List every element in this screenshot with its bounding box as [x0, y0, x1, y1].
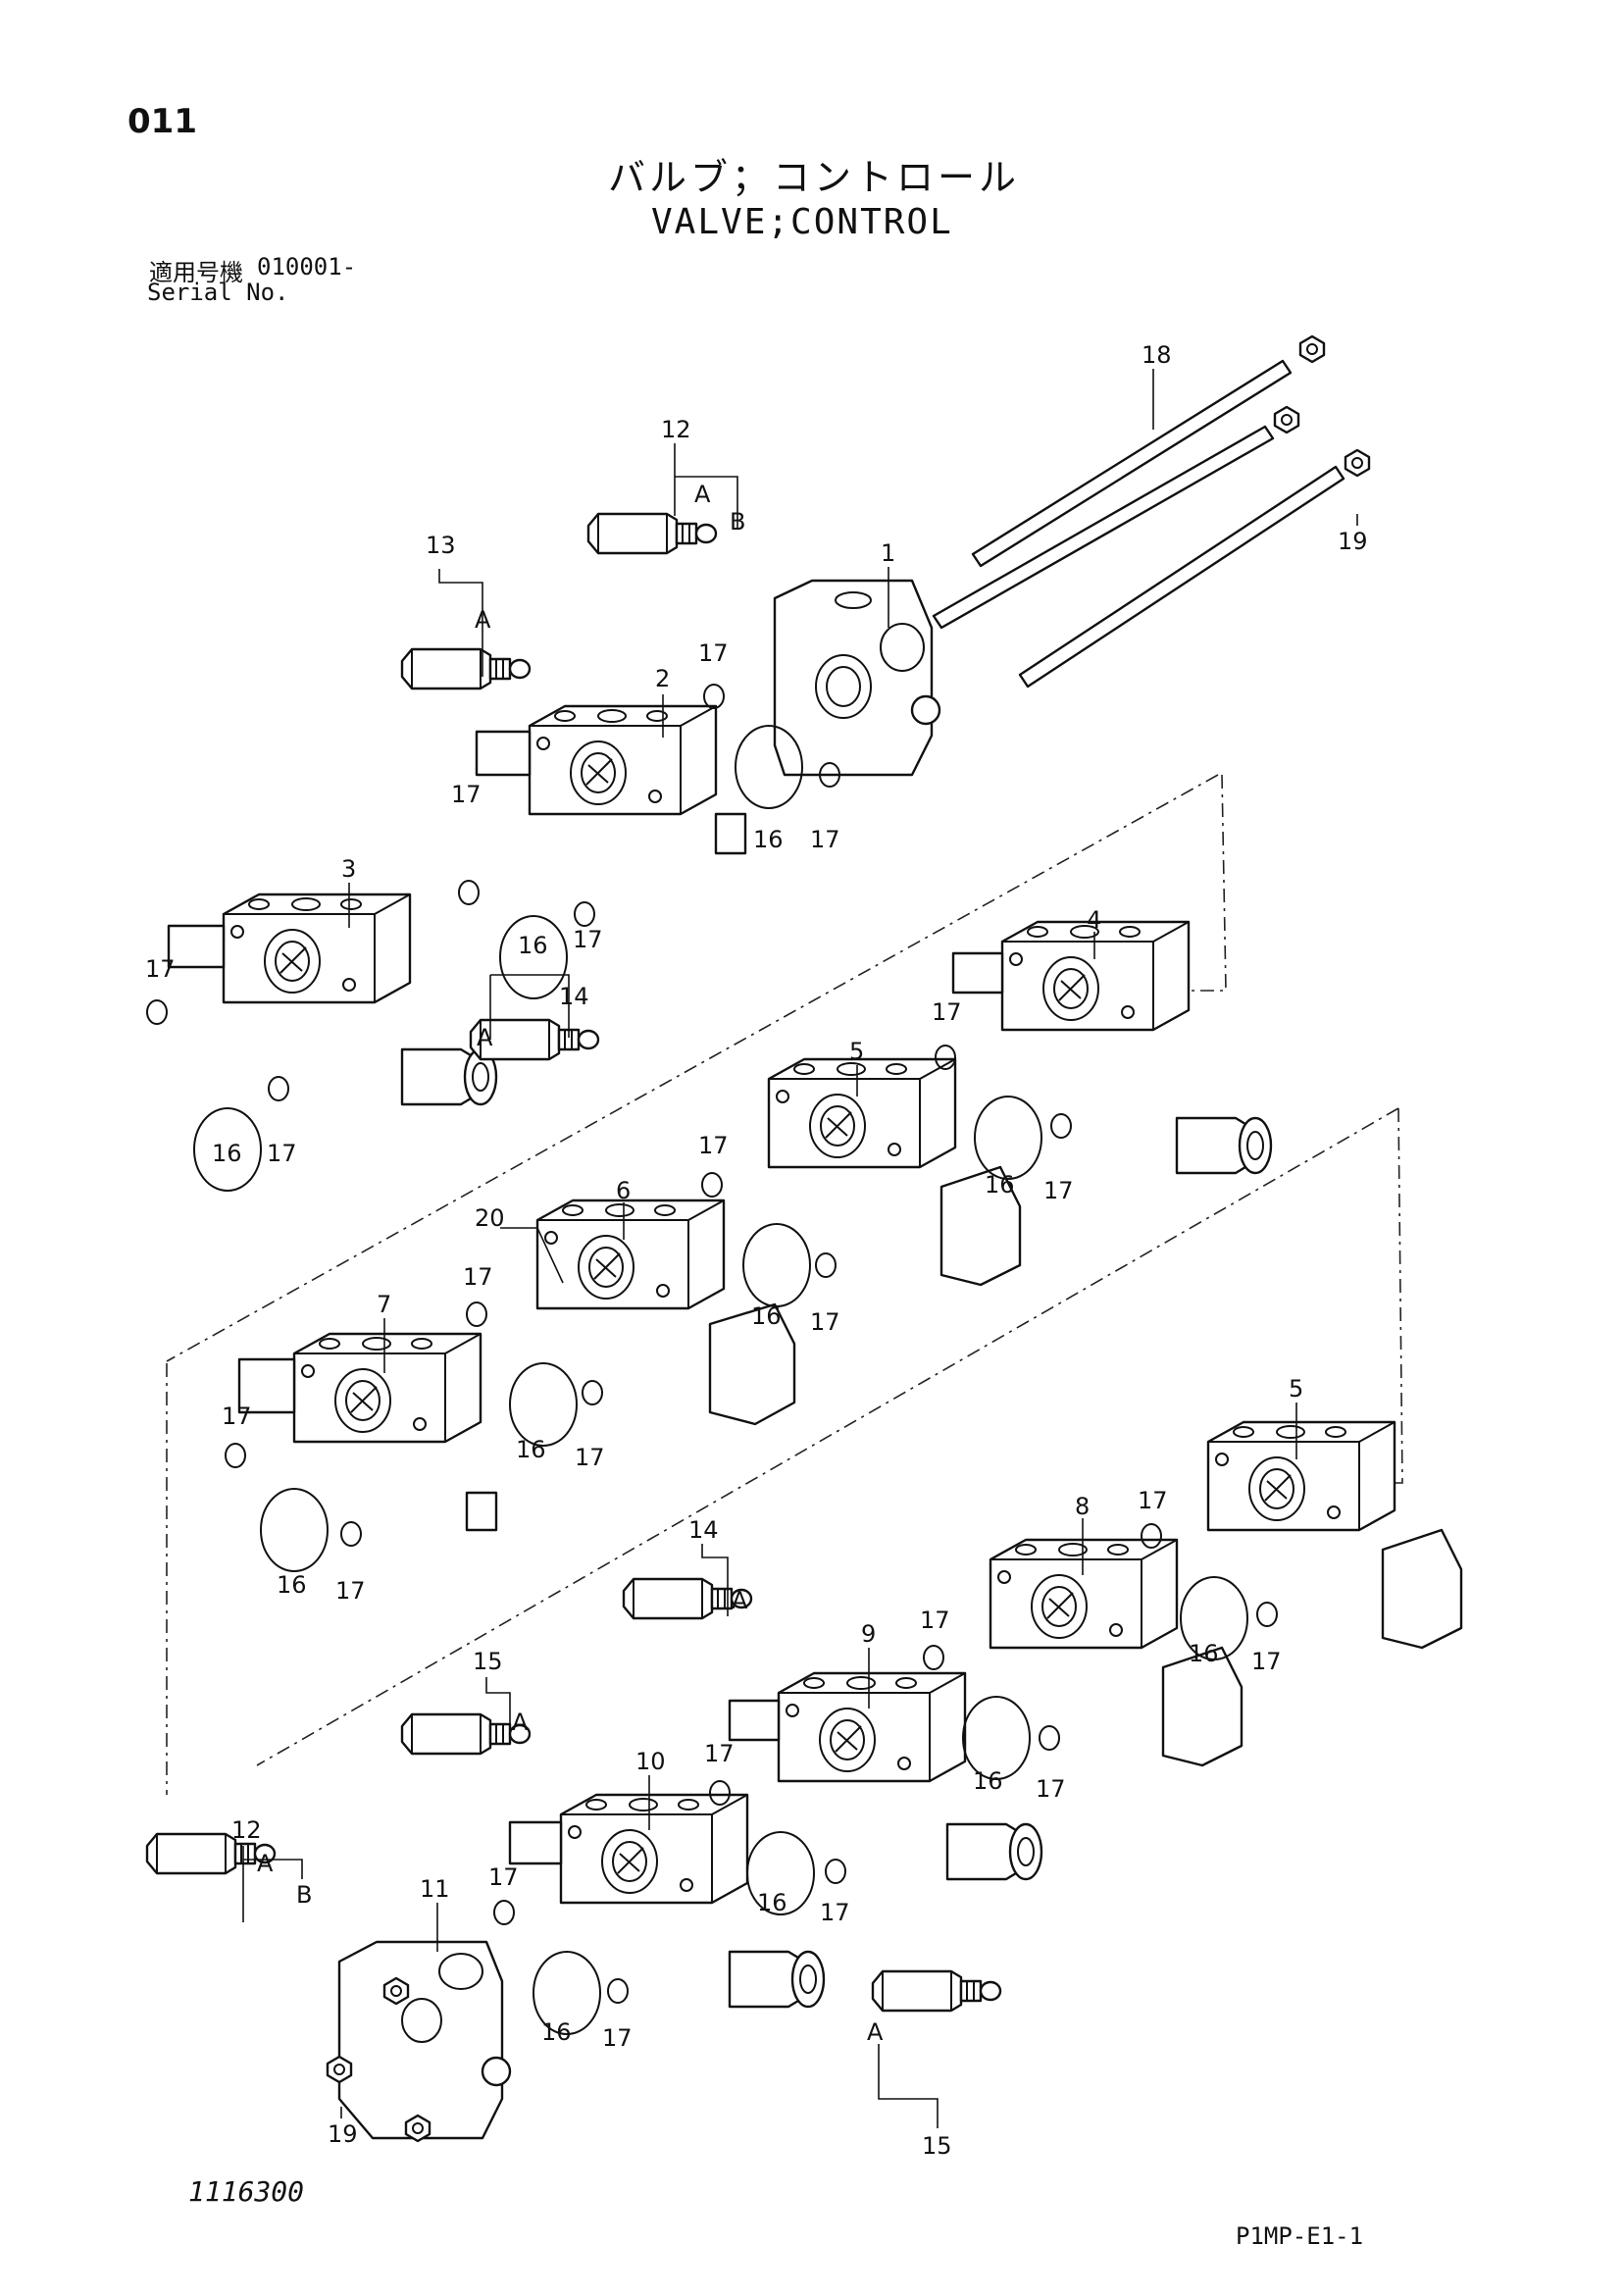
callout-17-v2a: 17 — [451, 781, 482, 808]
callout-12-bottom-a: A — [257, 1850, 274, 1877]
callout-17-v5a: 17 — [698, 1132, 729, 1159]
callout-10: 10 — [635, 1748, 666, 1775]
valve-section-7 — [237, 1332, 498, 1532]
valve-section-5-upper — [767, 1057, 1022, 1287]
callout-17-v5b-b: 17 — [1251, 1648, 1282, 1675]
callout-17-v8a: 17 — [920, 1607, 950, 1634]
valve-section-5-lower — [1206, 1420, 1463, 1650]
callout-18: 18 — [1142, 341, 1172, 369]
callout-17-v3b: 17 — [267, 1140, 297, 1167]
callout-17-v1b: 17 — [810, 826, 840, 853]
callout-9: 9 — [861, 1620, 876, 1648]
valve-section-10 — [400, 1712, 1002, 2013]
callout-17-v6b: 17 — [575, 1444, 605, 1471]
callout-17-v9a: 17 — [704, 1740, 735, 1767]
callout-14-mid-a: A — [732, 1587, 748, 1614]
callout-16-v10: 16 — [541, 2018, 572, 2046]
title-japanese: バルブ；コントロール — [608, 156, 1021, 199]
callout-16-v2: 16 — [518, 932, 548, 959]
title-english: VALVE;CONTROL — [651, 202, 953, 242]
callout-13-a: A — [475, 606, 491, 634]
callout-15-bottom: 15 — [922, 2132, 952, 2160]
callout-2: 2 — [655, 665, 670, 692]
callout-17-v9b: 17 — [820, 1899, 850, 1926]
callout-17-v6a: 17 — [463, 1263, 493, 1291]
tie-rods — [932, 334, 1371, 689]
callout-16-v4: 16 — [985, 1171, 1015, 1199]
callout-11: 11 — [420, 1875, 450, 1903]
callout-7: 7 — [377, 1291, 391, 1318]
callout-3: 3 — [341, 855, 356, 883]
valve-section-3 — [167, 893, 600, 1106]
page-number: 011 — [127, 102, 197, 141]
valve-section-4 — [951, 920, 1273, 1175]
serial-label-english: Serial No. — [147, 279, 289, 306]
callout-14-mid: 14 — [688, 1516, 719, 1544]
callout-17-v3a: 17 — [145, 955, 176, 983]
callout-20: 20 — [475, 1204, 505, 1232]
callout-16-v9: 16 — [757, 1889, 787, 1916]
callout-15-top: 15 — [473, 1648, 503, 1675]
callout-12-top-b: B — [730, 508, 745, 536]
outlet-section-11 — [145, 1832, 512, 2143]
drawing-number: 1116300 — [188, 2175, 305, 2208]
callout-17-v10b: 17 — [602, 2024, 633, 2052]
serial-number-value: 010001- — [257, 253, 357, 281]
callout-17-v7a: 17 — [222, 1403, 252, 1430]
callout-17-v1a: 17 — [698, 639, 729, 667]
callout-15-bottom-a: A — [867, 2018, 884, 2046]
leader-lines — [242, 369, 1358, 2128]
serial-label-japanese: 適用号機 — [149, 259, 243, 286]
inlet-section-1 — [586, 512, 941, 777]
callout-1: 1 — [881, 539, 895, 567]
callout-17-v10a: 17 — [488, 1863, 519, 1891]
callout-19-bottom: 19 — [328, 2120, 358, 2148]
callout-16-v5b: 16 — [1189, 1640, 1219, 1667]
figure-code: P1MP-E1-1 — [1236, 2222, 1364, 2250]
callout-17-v5b: 17 — [810, 1308, 840, 1336]
callout-19-top: 19 — [1338, 528, 1368, 555]
callout-5-top: 5 — [849, 1038, 864, 1065]
callout-13: 13 — [426, 532, 456, 559]
callout-17-v4b: 17 — [1043, 1177, 1074, 1204]
callout-15-top-a: A — [512, 1709, 529, 1736]
callout-8: 8 — [1075, 1493, 1090, 1520]
callout-17-v4a: 17 — [932, 998, 962, 1026]
valve-section-8 — [989, 1538, 1243, 1767]
callout-12-top: 12 — [661, 416, 691, 443]
callout-4: 4 — [1087, 906, 1101, 934]
callout-6: 6 — [616, 1177, 631, 1204]
callout-14-top-a: A — [477, 1024, 493, 1051]
callout-12-bottom: 12 — [231, 1816, 262, 1844]
callout-16-v8: 16 — [973, 1767, 1003, 1795]
callout-17-v2b: 17 — [573, 926, 603, 953]
valve-section-9 — [622, 1577, 1043, 1881]
callout-12-top-a: A — [694, 481, 711, 508]
callout-16-v1: 16 — [753, 826, 784, 853]
callout-16-v5: 16 — [751, 1302, 782, 1330]
callout-12-bottom-b: B — [296, 1881, 312, 1909]
callout-16-v7: 16 — [277, 1571, 307, 1599]
callout-17-v8b: 17 — [1036, 1775, 1066, 1803]
callout-17-v5b-a: 17 — [1138, 1487, 1168, 1514]
callout-16-v6: 16 — [516, 1436, 546, 1463]
callout-16-v3: 16 — [212, 1140, 242, 1167]
callout-14-top: 14 — [559, 983, 589, 1010]
callout-5-bottom: 5 — [1289, 1375, 1303, 1403]
callout-17-v7b: 17 — [335, 1577, 366, 1605]
valve-section-2 — [400, 647, 747, 855]
valve-section-6 — [535, 1199, 796, 1426]
